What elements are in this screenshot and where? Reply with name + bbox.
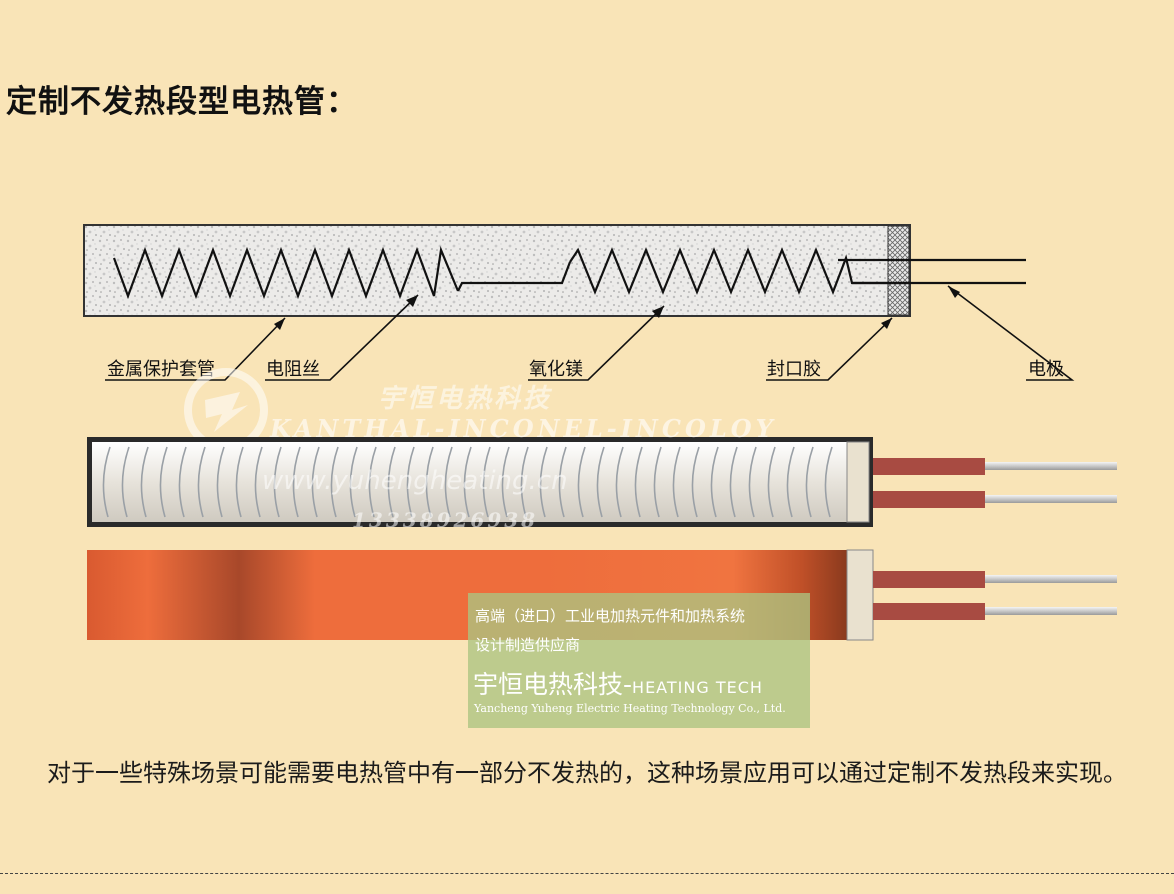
label-electrode: 电极 bbox=[1028, 359, 1064, 380]
coil-turn bbox=[653, 446, 662, 518]
ad-brand-en: HEATING TECH bbox=[632, 678, 763, 697]
leader-seal bbox=[766, 317, 893, 381]
watermark-website: www.yuhengheating.cn bbox=[262, 466, 568, 496]
cutaway-lead-insulation-upper bbox=[873, 458, 985, 475]
leader-sheath bbox=[105, 317, 286, 381]
coil-turn bbox=[102, 446, 111, 518]
ad-brand: 宇恒电热科技-HEATING TECH bbox=[473, 665, 763, 701]
coil-turn bbox=[520, 446, 529, 518]
arrow-mgo bbox=[652, 306, 664, 318]
coil-turn bbox=[254, 446, 263, 518]
coil-turn bbox=[615, 446, 624, 518]
arrow-sheath bbox=[274, 318, 285, 330]
coil-turn bbox=[121, 446, 130, 518]
coil-turn bbox=[425, 446, 434, 518]
coil-turn bbox=[729, 446, 738, 518]
diagram-labels: 金属保护套管 电阻丝 氧化镁 封口胶 电极 bbox=[107, 359, 1064, 380]
coil-turn bbox=[368, 446, 377, 518]
description-text: 对于一些特殊场景可能需要电热管中有一部分不发热的，这种场景应用可以通过定制不发热… bbox=[47, 759, 1127, 787]
arrow-electrode bbox=[948, 286, 960, 298]
coil-turn bbox=[786, 446, 795, 518]
coil-turn bbox=[748, 446, 757, 518]
coil-turn bbox=[235, 446, 244, 518]
watermark-phone: 13338926938 bbox=[352, 508, 539, 532]
cutaway-end-cap bbox=[846, 441, 870, 523]
watermark-company: 宇恒电热科技 bbox=[378, 384, 553, 414]
arrow-seal bbox=[881, 318, 892, 329]
coil-turn bbox=[140, 446, 149, 518]
coil-turn bbox=[824, 446, 833, 518]
cutaway-lead-wire-lower bbox=[985, 495, 1117, 503]
coil-turn bbox=[406, 446, 415, 518]
coil-turn bbox=[311, 446, 320, 518]
coil-turn bbox=[330, 446, 339, 518]
arrow-resistance-wire bbox=[406, 295, 418, 307]
ad-tagline-2: 设计制造供应商 bbox=[475, 636, 581, 654]
company-ad-banner: 高端（进口）工业电加热元件和加热系统 设计制造供应商 宇恒电热科技-HEATIN… bbox=[468, 593, 810, 728]
ad-brand-cn: 宇恒电热科技- bbox=[473, 670, 633, 699]
coil-turn bbox=[805, 446, 814, 518]
heated-lead-wire-lower bbox=[985, 607, 1117, 615]
coil-turn bbox=[482, 446, 491, 518]
seal-hatch bbox=[887, 225, 910, 316]
heated-lead-wire-upper bbox=[985, 575, 1117, 583]
cutaway-coils bbox=[102, 446, 833, 518]
coil-turn bbox=[558, 446, 567, 518]
heated-end-cap bbox=[846, 549, 874, 641]
ad-company-name: Yancheng Yuheng Electric Heating Technol… bbox=[474, 702, 786, 715]
resistance-wire-cold-section bbox=[457, 261, 572, 292]
label-sheath: 金属保护套管 bbox=[107, 359, 215, 380]
dashed-divider bbox=[0, 873, 1174, 874]
coil-turn bbox=[539, 446, 548, 518]
leader-electrode bbox=[947, 285, 1075, 381]
leader-arrowheads bbox=[274, 286, 960, 330]
coil-turn bbox=[691, 446, 700, 518]
ad-tagline: 高端（进口）工业电加热元件和加热系统 bbox=[475, 607, 746, 625]
heated-lead-insulation-upper bbox=[873, 571, 985, 588]
coil-turn bbox=[501, 446, 510, 518]
cutaway-tube bbox=[87, 437, 1117, 527]
sheath-outline bbox=[83, 224, 911, 317]
coil-turn bbox=[444, 446, 453, 518]
coil-turn bbox=[178, 446, 187, 518]
coil-turn bbox=[292, 446, 301, 518]
leader-lines bbox=[105, 285, 1075, 381]
coil-turn bbox=[710, 446, 719, 518]
coil-turn bbox=[463, 446, 472, 518]
page-title: 定制不发热段型电热管： bbox=[6, 84, 358, 120]
coil-turn bbox=[197, 446, 206, 518]
coil-turn bbox=[596, 446, 605, 518]
coil-turn bbox=[159, 446, 168, 518]
watermark-brands: KANTHAL-INCONEL-INCOLOY bbox=[270, 414, 777, 443]
leader-mgo bbox=[528, 305, 665, 381]
coil-turn bbox=[216, 446, 225, 518]
coil-turn bbox=[273, 446, 282, 518]
resistance-wire-coil-left bbox=[112, 245, 460, 300]
coil-turn bbox=[634, 446, 643, 518]
coil-turn bbox=[767, 446, 776, 518]
heated-lead-insulation-lower bbox=[873, 603, 985, 620]
label-seal: 封口胶 bbox=[767, 359, 821, 380]
cutaway-lead-wire-upper bbox=[985, 462, 1117, 470]
coil-turn bbox=[349, 446, 358, 518]
coil-turn bbox=[387, 446, 396, 518]
watermark-logo-icon bbox=[184, 368, 268, 452]
coil-turn bbox=[577, 446, 586, 518]
resistance-wire-coil-right bbox=[569, 247, 910, 296]
cutaway-lead-insulation-lower bbox=[873, 491, 985, 508]
schematic-tube bbox=[83, 224, 1026, 317]
coil-turn bbox=[672, 446, 681, 518]
label-magnesium-oxide: 氧化镁 bbox=[529, 359, 583, 380]
label-resistance-wire: 电阻丝 bbox=[266, 359, 320, 380]
leader-resistance-wire bbox=[265, 294, 419, 381]
